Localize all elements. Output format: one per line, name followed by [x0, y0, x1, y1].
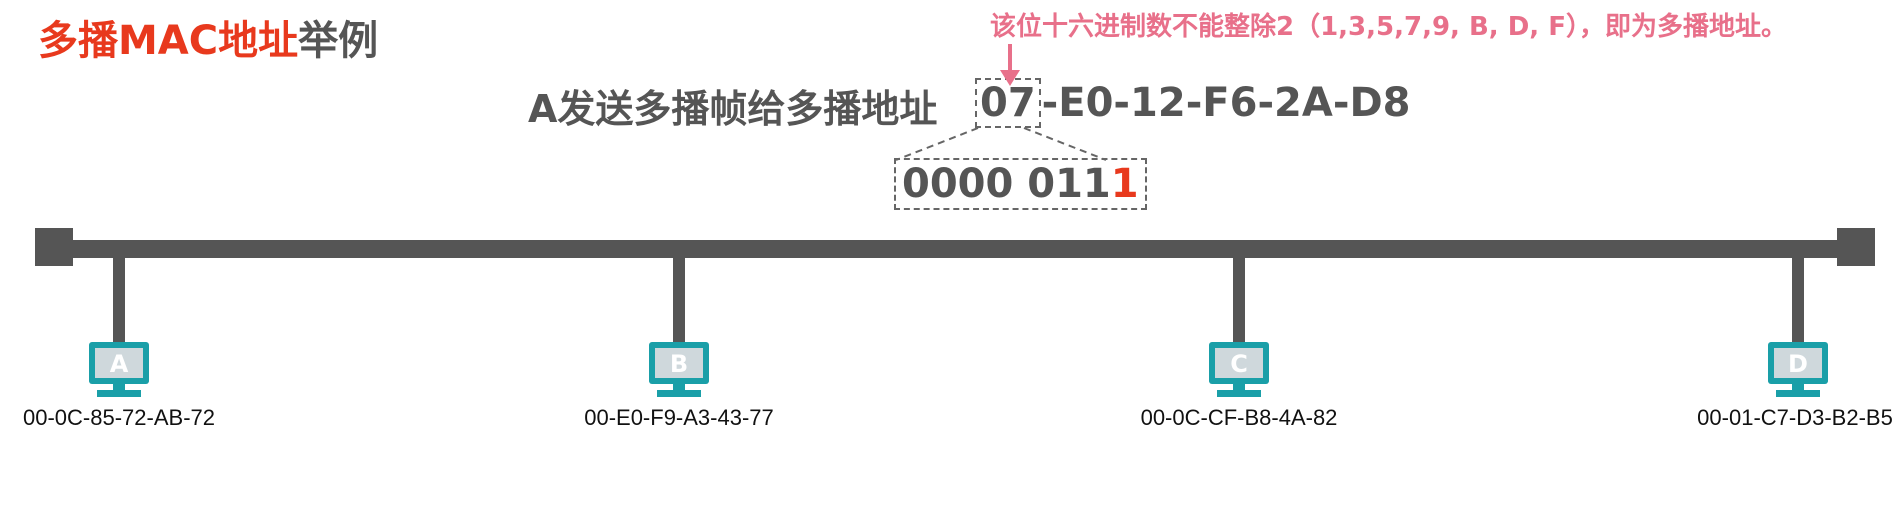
page-title: 多播MAC地址举例 — [38, 8, 378, 66]
multicast-mac: 07-E0-12-F6-2A-D8 — [975, 78, 1410, 128]
host-b: B — [649, 342, 709, 397]
host-d-letter: D — [1788, 350, 1808, 378]
binary-head: 0000 011 — [902, 161, 1111, 207]
drop-d — [1792, 255, 1804, 345]
drop-b — [673, 255, 685, 345]
host-a-letter: A — [110, 350, 129, 378]
bus-terminator-left — [35, 228, 73, 266]
bus-terminator-right — [1837, 228, 1875, 266]
mac-first-byte: 07 — [975, 78, 1041, 128]
binary-expansion: 0000 0111 — [894, 158, 1147, 210]
title-highlight: 多播MAC地址 — [38, 18, 299, 64]
host-d: D — [1768, 342, 1828, 397]
sender-text: A发送多播帧给多播地址 — [528, 87, 938, 131]
zoom-line-left — [895, 127, 979, 161]
bus-cable — [70, 240, 1840, 258]
host-b-letter: B — [670, 350, 688, 378]
annotation-arrowhead — [1000, 70, 1020, 86]
host-d-mac: 00-01-C7-D3-B2-B5 — [1697, 405, 1893, 430]
host-c: C — [1209, 342, 1269, 397]
annotation-note: 该位十六进制数不能整除2（1,3,5,7,9, B, D, F），即为多播地址。 — [990, 12, 1787, 42]
host-c-mac: 00-0C-CF-B8-4A-82 — [1140, 405, 1338, 430]
host-a: A — [89, 342, 149, 397]
host-b-mac: 00-E0-F9-A3-43-77 — [584, 405, 774, 430]
title-rest: 举例 — [298, 18, 379, 64]
mac-rest: -E0-12-F6-2A-D8 — [1041, 80, 1411, 126]
host-a-mac: 00-0C-85-72-AB-72 — [23, 405, 215, 430]
drop-c — [1233, 255, 1245, 345]
host-c-letter: C — [1230, 350, 1248, 378]
zoom-line-right — [1023, 127, 1107, 161]
binary-lsb: 1 — [1110, 161, 1139, 207]
drop-a — [113, 255, 125, 345]
